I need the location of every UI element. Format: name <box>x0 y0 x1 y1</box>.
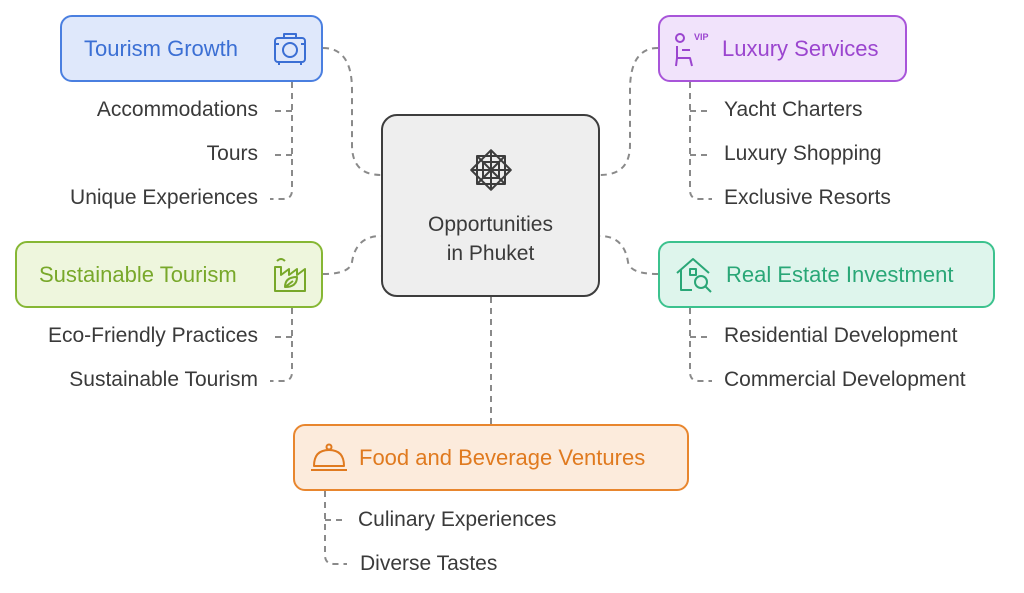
connector-tourism-items <box>270 82 293 200</box>
connector-sustainable <box>322 235 382 275</box>
connector-luxury <box>599 47 659 176</box>
cloche-icon <box>311 443 347 471</box>
luxury-item-3: Exclusive Resorts <box>724 186 891 209</box>
branch-title: Food and Beverage Ventures <box>359 444 646 470</box>
branch-title: Luxury Services <box>722 35 879 61</box>
realestate-item-2: Commercial Development <box>724 368 966 391</box>
connector-realestate-items <box>689 308 712 382</box>
luggage-icon <box>274 33 306 65</box>
branch-real-estate-investment: Real Estate Investment <box>658 241 995 308</box>
connector-luxury-items <box>689 82 712 200</box>
tourism-item-2: Tours <box>206 142 258 165</box>
center-title-line1: Opportunities <box>428 213 553 236</box>
house-search-icon <box>676 258 712 293</box>
center-title-line2: in Phuket <box>446 242 535 265</box>
branch-title: Real Estate Investment <box>726 261 954 287</box>
branch-title: Tourism Growth <box>84 35 239 61</box>
branch-title: Sustainable Tourism <box>39 261 237 287</box>
tourism-item-1: Accommodations <box>96 98 258 121</box>
food-item-1: Culinary Experiences <box>358 508 557 531</box>
tourism-item-3: Unique Experiences <box>70 186 258 209</box>
luxury-item-2: Luxury Shopping <box>724 142 882 165</box>
connector-realestate <box>599 235 659 275</box>
branch-food-beverage: Food and Beverage Ventures <box>293 424 689 491</box>
vip-seat-icon: VIP <box>675 32 709 67</box>
realestate-item-1: Residential Development <box>724 324 958 347</box>
connector-food-items <box>324 491 347 565</box>
vip-label: VIP <box>694 32 709 42</box>
luxury-item-1: Yacht Charters <box>724 98 863 121</box>
connector-tourism <box>322 47 382 176</box>
center-node: Opportunities in Phuket <box>381 114 600 297</box>
eco-factory-icon <box>274 258 306 292</box>
sustainable-item-1: Eco-Friendly Practices <box>47 324 258 347</box>
branch-tourism-growth: Tourism Growth <box>60 15 323 82</box>
sustainable-item-2: Sustainable Tourism <box>69 368 258 391</box>
connector-sustainable-items <box>270 308 293 382</box>
star-ornament-icon <box>470 149 512 191</box>
branch-sustainable-tourism: Sustainable Tourism <box>15 241 323 308</box>
food-item-2: Diverse Tastes <box>360 552 498 575</box>
branch-luxury-services: VIP Luxury Services <box>658 15 907 82</box>
